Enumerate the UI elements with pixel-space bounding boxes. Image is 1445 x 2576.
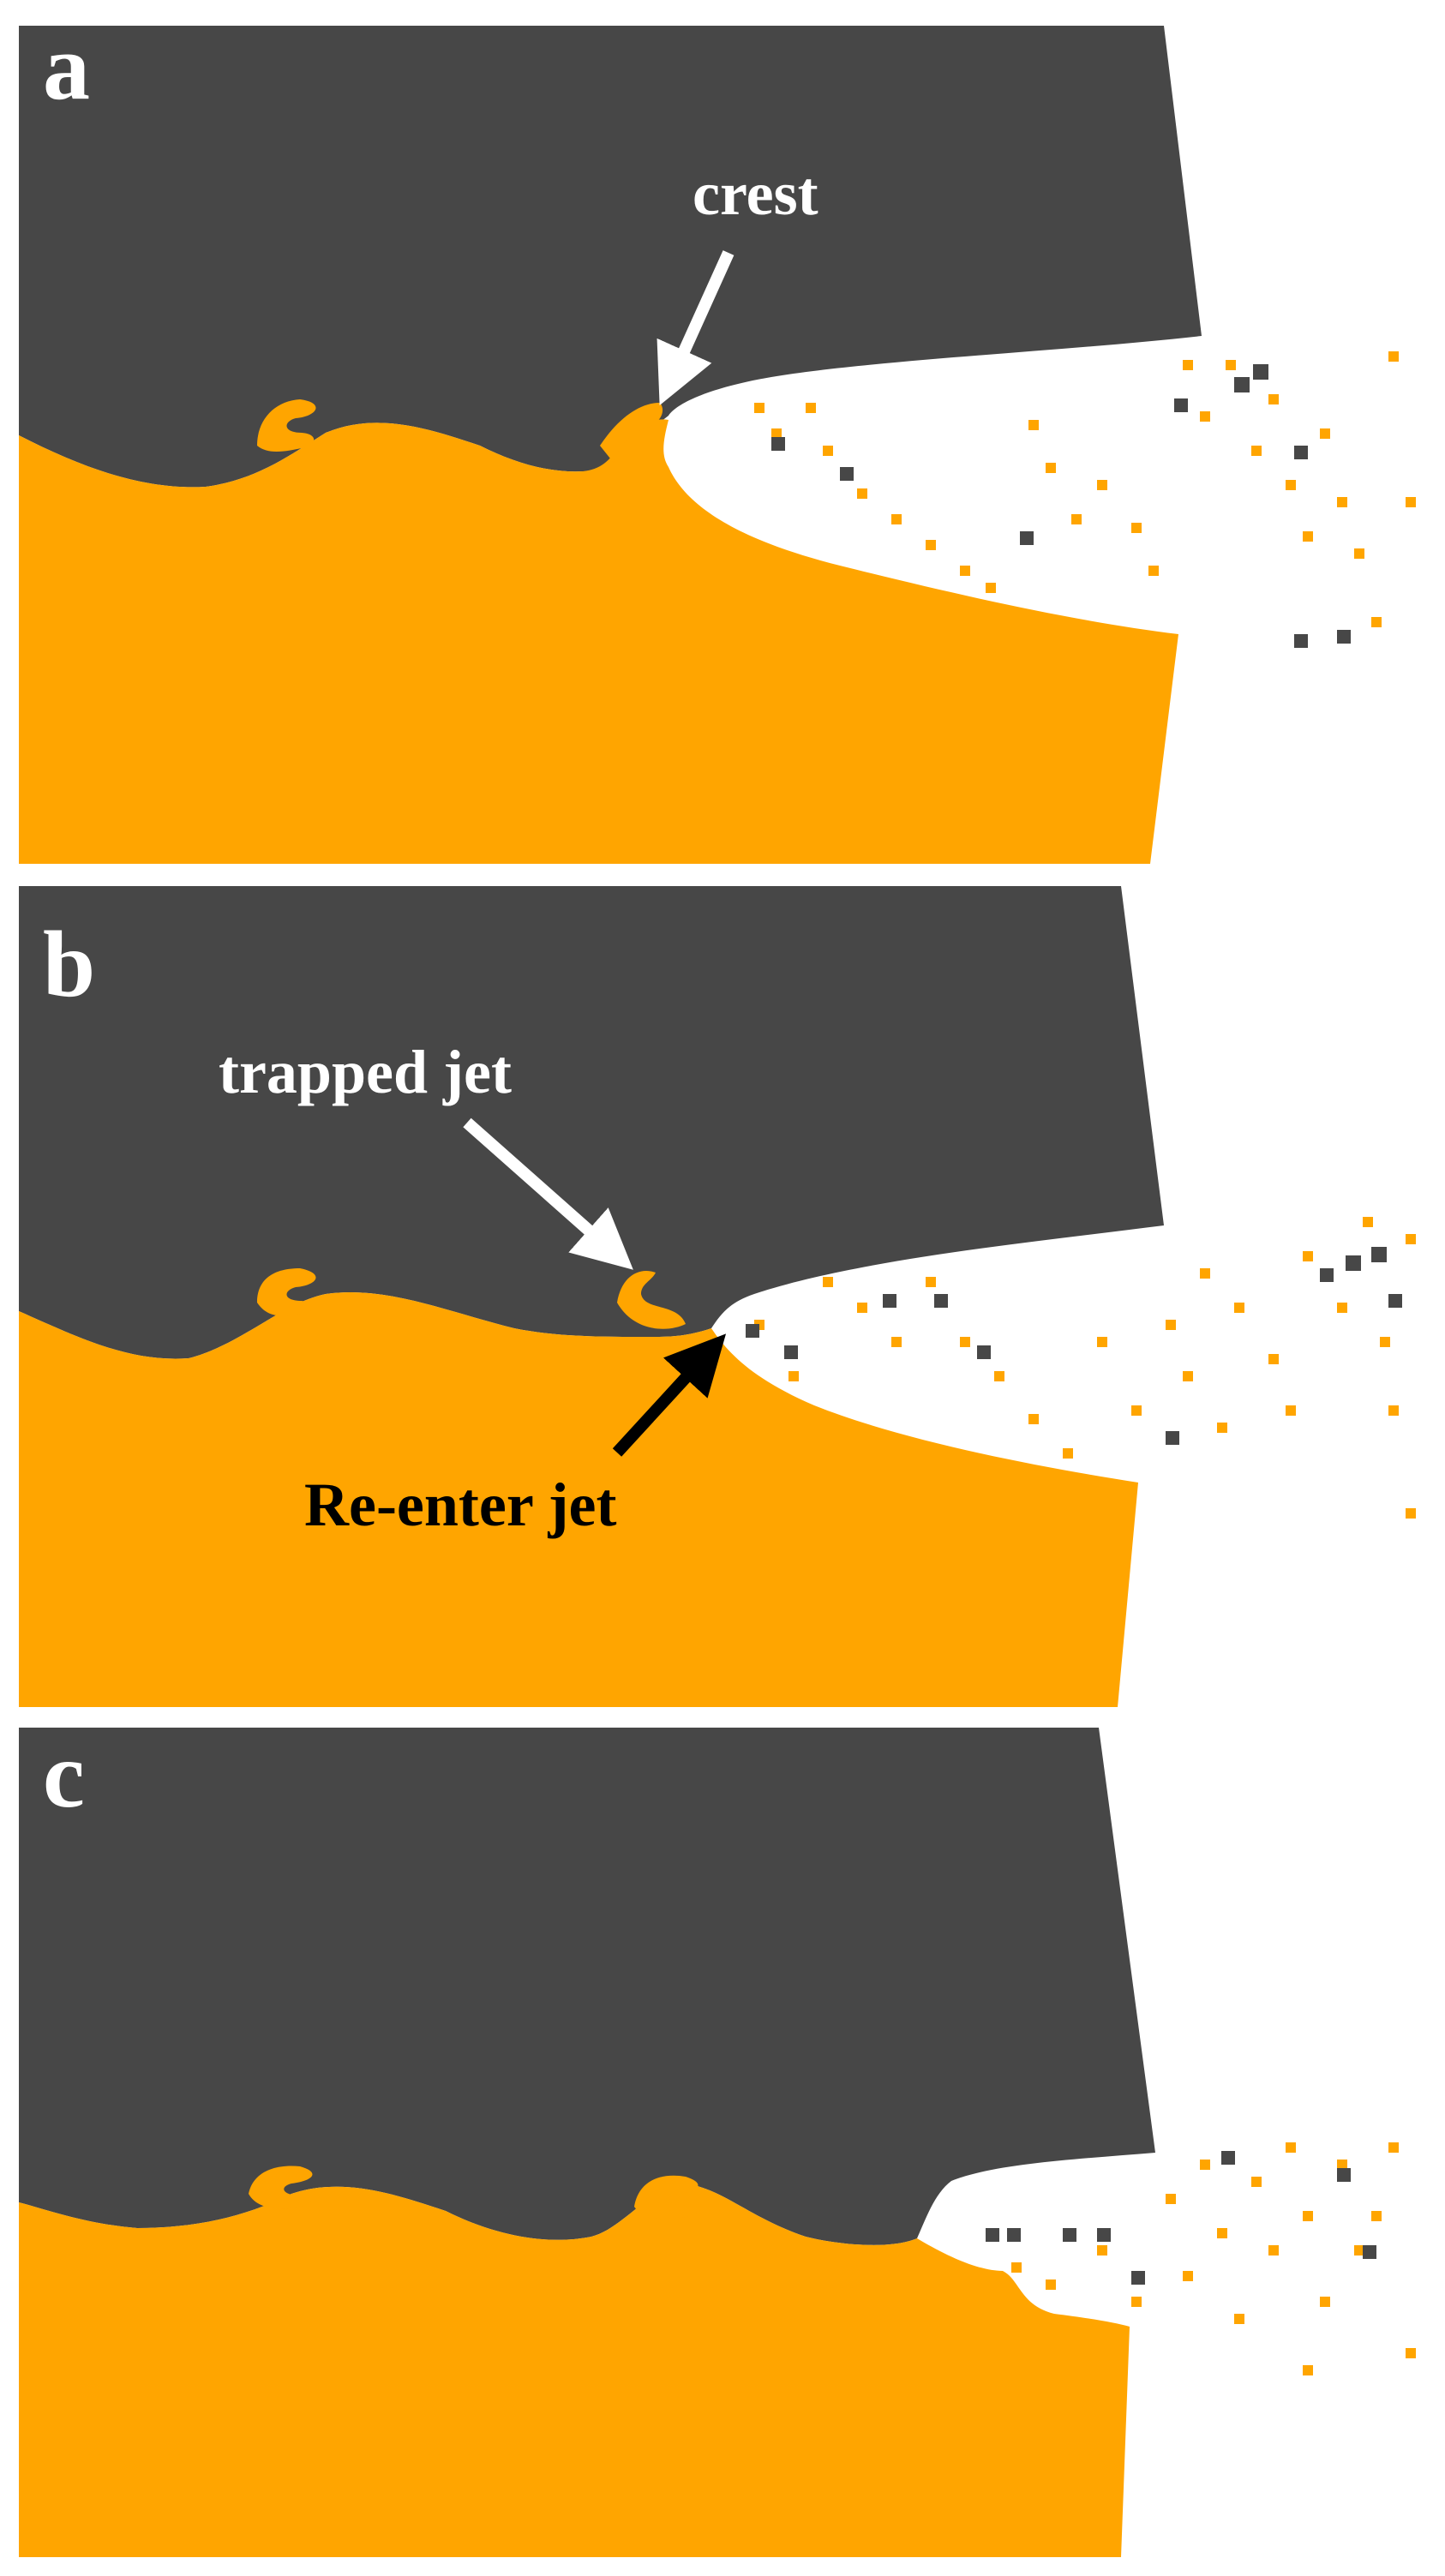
panel-letter: b <box>43 912 95 1016</box>
crest-arrow <box>657 250 734 405</box>
curled-jet <box>257 1268 316 1316</box>
panel-b: b trapped jet Re-enter jet <box>19 886 1416 1707</box>
upper-phase-region <box>19 26 1202 488</box>
spray-droplets <box>746 1217 1416 1519</box>
trapped-jet-label: trapped jet <box>219 1038 512 1106</box>
upper-phase-region <box>19 1728 1155 2245</box>
trapped-jet-arrow <box>463 1117 633 1270</box>
upper-phase-region <box>19 886 1164 1359</box>
spray-droplets <box>986 2142 1416 2375</box>
panel-letter: c <box>43 1722 85 1827</box>
curled-jet <box>257 399 316 452</box>
lower-phase-region <box>19 419 1178 864</box>
curled-jet <box>249 2166 313 2209</box>
re-enter-jet-arrow <box>612 1333 727 1457</box>
crest-tip <box>600 403 663 463</box>
panel-c: c <box>19 1722 1416 2557</box>
trapped-jet <box>617 1271 686 1329</box>
crest-label: crest <box>693 159 818 228</box>
panel-a: a crest <box>19 15 1416 864</box>
spray-droplets <box>754 351 1416 648</box>
re-enter-jet-label: Re-enter jet <box>304 1471 616 1539</box>
lower-phase-region <box>19 1292 1138 1707</box>
panel-letter: a <box>43 15 90 119</box>
lower-phase-region <box>19 2184 1130 2557</box>
curled-jet <box>634 2175 699 2220</box>
